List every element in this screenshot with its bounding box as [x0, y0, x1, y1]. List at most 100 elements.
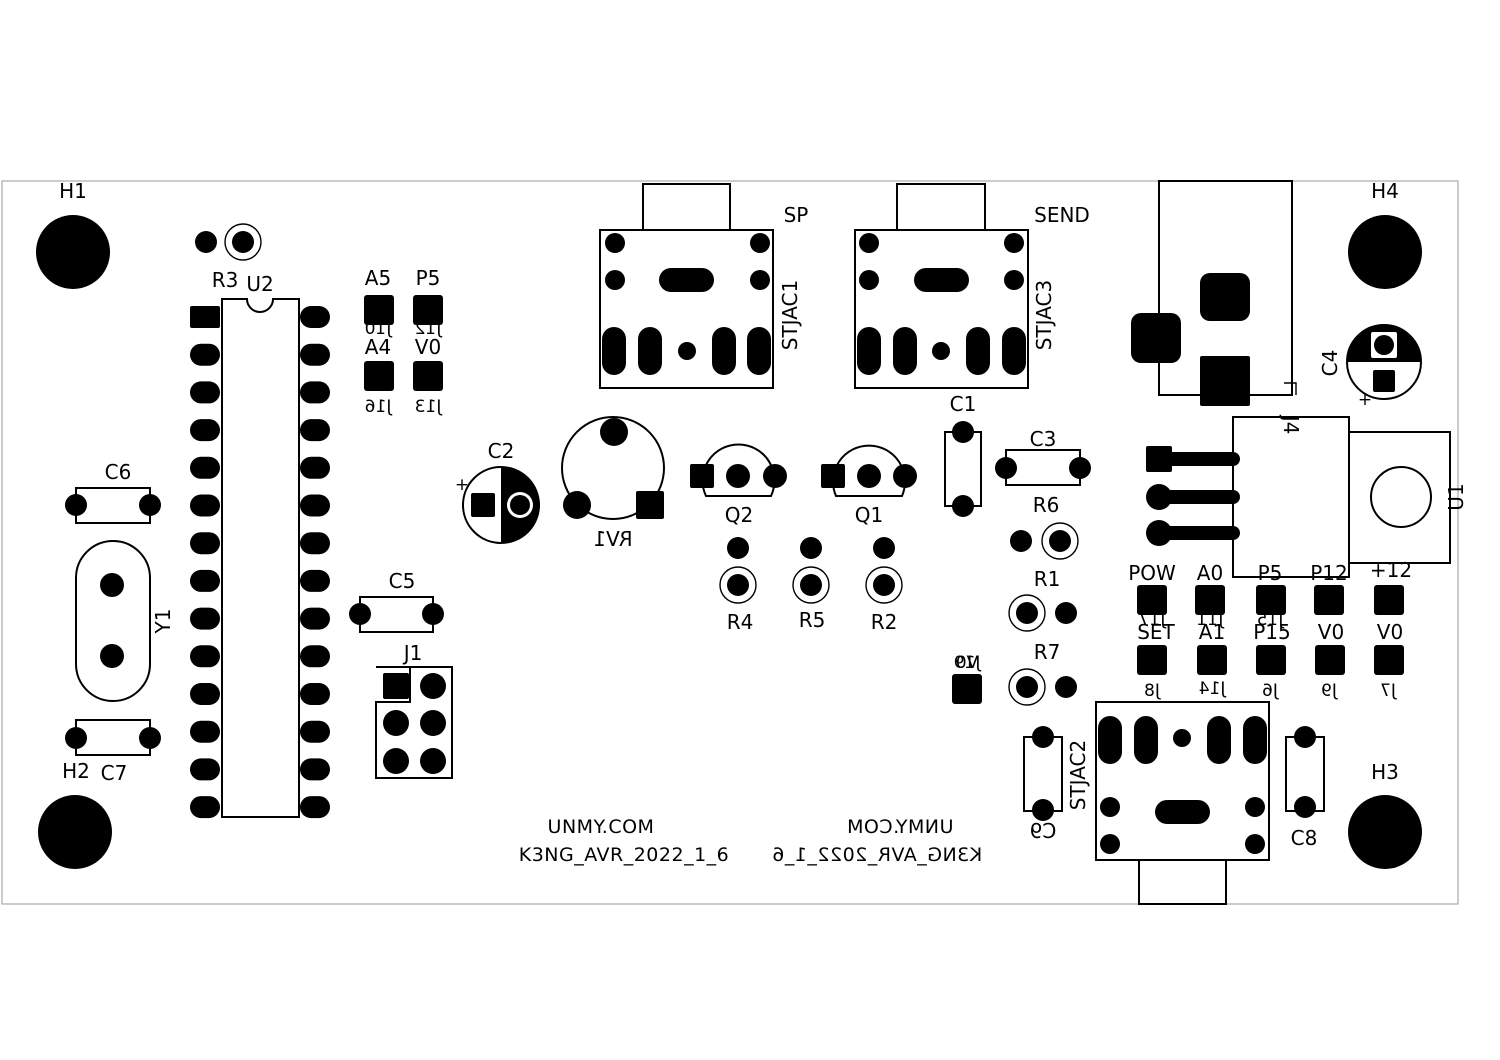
u2-pin: [300, 419, 330, 442]
label-stjac1: STJAC1: [778, 280, 802, 350]
label-stjac2: STJAC2: [1066, 740, 1090, 810]
label-h1: H1: [59, 179, 87, 203]
jack-stjac2: STJAC2: [1066, 701, 1270, 905]
u2-pin: [300, 381, 330, 404]
label-j11: J11: [1197, 610, 1225, 630]
resistor-r1: R1: [1008, 567, 1077, 632]
u2-pin: [300, 532, 330, 555]
label-c1: C1: [950, 392, 977, 416]
label-q2: Q2: [725, 503, 753, 527]
label-v0-right1: V0: [1318, 620, 1344, 644]
u2-pin: [300, 456, 330, 479]
front-url: UNMY.COM: [548, 816, 655, 838]
label-p15: P15: [1253, 620, 1291, 644]
label-c8: C8: [1291, 826, 1318, 850]
label-h4: H4: [1371, 179, 1399, 203]
mounting-hole-h3: H3: [1348, 760, 1422, 869]
label-r7: R7: [1034, 640, 1061, 664]
svg-text:+: +: [455, 475, 469, 495]
label-a4: A4: [365, 335, 391, 359]
label-r6: R6: [1033, 493, 1060, 517]
back-url: UNMY.COM: [847, 816, 954, 838]
label-p5-right: P5: [1258, 561, 1283, 585]
u2-pin: [190, 381, 220, 404]
jack-stjac3: SEND STJAC3: [854, 183, 1090, 389]
u2-pin: [190, 494, 220, 517]
label-u1: U1: [1444, 483, 1468, 510]
label-c2: C2: [488, 439, 515, 463]
u2-pin: [190, 645, 220, 668]
capacitor-c1: C1: [944, 392, 982, 517]
resistor-r2: R2: [865, 537, 903, 634]
label-q1: Q1: [855, 503, 883, 527]
resistor-r6: R6: [1010, 493, 1079, 560]
u2-pin: [190, 683, 220, 705]
capacitor-c3: C3: [995, 427, 1091, 486]
label-j8: J8: [1144, 681, 1161, 701]
label-u2: U2: [246, 272, 273, 296]
u2-pin: [190, 720, 220, 743]
resistor-r5: R5: [792, 537, 830, 632]
u2-pin: [300, 569, 330, 592]
svg-text:+: +: [1358, 390, 1372, 410]
label-j13: J13: [415, 397, 443, 417]
label-r2: R2: [871, 610, 898, 634]
label-j4: J4: [1279, 414, 1303, 435]
front-version: K3NG_AVR_2022_1_6: [519, 844, 730, 866]
dc-jack-j4: [1131, 180, 1297, 406]
label-set: SET: [1137, 620, 1175, 644]
label-j9: J9: [1321, 681, 1338, 701]
u2-pin: [190, 532, 220, 555]
label-stjac3: STJAC3: [1032, 280, 1056, 350]
label-j12: J12: [415, 319, 443, 339]
u2-pin: [300, 306, 330, 328]
mounting-hole-h4: H4: [1348, 179, 1422, 289]
capacitor-c4: C4 +: [1318, 324, 1422, 410]
label-pow: POW: [1128, 561, 1176, 585]
u2-pin: [300, 720, 330, 743]
transistor-q2: Q2: [690, 443, 787, 527]
label-j6: J6: [1262, 681, 1279, 701]
label-v0-j19: V0: [956, 653, 978, 673]
u2-pin: [190, 758, 220, 781]
u2-pin: [190, 343, 220, 366]
label-c6: C6: [105, 460, 132, 484]
capacitor-c6: C6: [65, 460, 161, 524]
label-r3: R3: [212, 268, 239, 292]
label-j19: J19: [954, 653, 982, 673]
u2-pin: [190, 419, 220, 442]
pad-group-a5-a4: A5 P5 J10 J12 A4 V0 J16 J13: [364, 266, 443, 417]
label-sp: SP: [784, 203, 809, 227]
capacitor-c2: C2 +: [455, 439, 540, 544]
label-v0-upper: V0: [415, 335, 441, 359]
u2-pin: [190, 569, 220, 592]
label-j16: J16: [365, 397, 393, 417]
label-plus12: +12: [1370, 558, 1412, 582]
label-send: SEND: [1034, 203, 1090, 227]
u2-pin: [300, 796, 330, 819]
u2-pin: [190, 607, 220, 630]
label-a1: A1: [1199, 620, 1225, 644]
u2-pin: [300, 343, 330, 366]
u2-pin: [300, 758, 330, 781]
label-r4: R4: [727, 610, 754, 634]
u2-pin: [190, 796, 220, 819]
label-c4: C4: [1318, 350, 1342, 377]
label-j15: J15: [1257, 610, 1285, 630]
label-c9: C9: [1030, 819, 1057, 843]
header-j1: J1: [375, 641, 453, 779]
u2-pin: [300, 683, 330, 705]
jack-stjac1: SP STJAC1: [599, 183, 809, 389]
label-a5: A5: [365, 266, 391, 290]
resistor-r7: R7: [1008, 640, 1077, 706]
label-rv1: RV1: [593, 527, 632, 551]
capacitor-c7: C7: [65, 719, 161, 785]
label-j1: J1: [402, 641, 423, 665]
u2-pins: [190, 306, 330, 819]
capacitor-c5: C5: [349, 569, 444, 633]
mounting-hole-h2: H2: [38, 759, 112, 869]
label-h2: H2: [62, 759, 90, 783]
u2-pin: [300, 645, 330, 668]
ic-u2: U2: [190, 272, 330, 819]
